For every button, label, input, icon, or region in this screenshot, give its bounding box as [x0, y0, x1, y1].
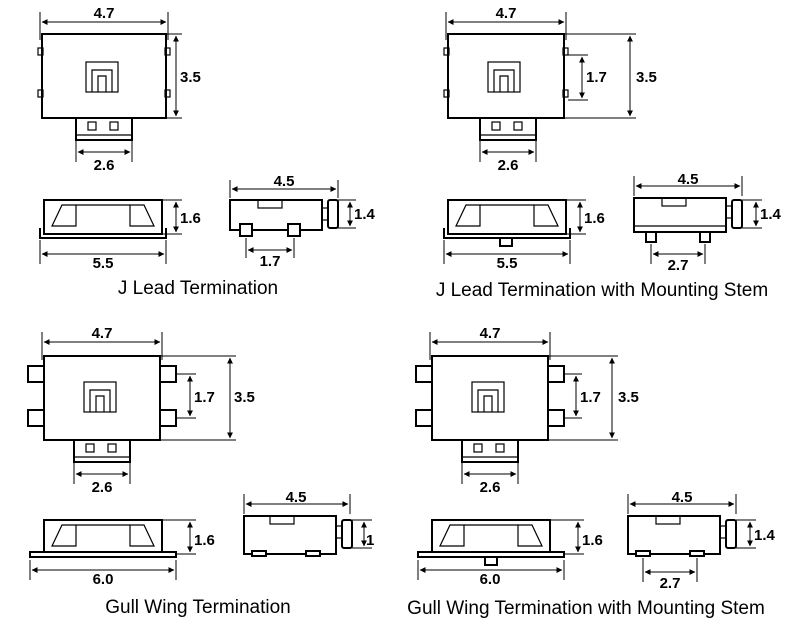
end-view: 4.5 1: [243, 489, 374, 557]
dim-top-width: 4.7: [480, 325, 501, 342]
side-view: 1.6 5.5: [39, 199, 201, 272]
dim-stem-width: 2.6: [94, 157, 115, 174]
side-view: 1.6 6.0: [417, 519, 603, 588]
dim-side-width: 5.5: [497, 255, 518, 272]
dim-side-width: 6.0: [480, 571, 501, 588]
end-view: 4.5 1.4 1.7: [229, 173, 376, 270]
dim-end-pitch: 2.7: [660, 575, 681, 592]
caption: J Lead Termination with Mounting Stem: [436, 280, 768, 301]
dim-top-width: 4.7: [94, 5, 115, 22]
dim-top-width: 4.7: [496, 5, 517, 22]
side-view: 1.6 6.0: [29, 519, 215, 588]
logo-mark: [83, 381, 117, 413]
dim-inner-height: 1.7: [194, 389, 215, 406]
logo-mark: [471, 381, 505, 413]
dim-top-height: 3.5: [618, 389, 639, 406]
logo-mark: [85, 61, 119, 93]
diagram-gull-wing-stem: 4.7 1.7 3.5 2.6: [407, 325, 775, 619]
dim-end-height: 1.4: [754, 527, 776, 544]
dim-top-height: 3.5: [636, 69, 657, 86]
dim-top-width: 4.7: [92, 325, 113, 342]
dim-side-height: 1.6: [194, 532, 215, 549]
dim-side-width: 6.0: [93, 571, 114, 588]
dim-stem-width: 2.6: [480, 479, 501, 496]
dim-side-height: 1.6: [582, 532, 603, 549]
dim-end-width: 4.5: [286, 489, 307, 506]
dim-inner-height: 1.7: [580, 389, 601, 406]
top-view: 4.7 1.7 3.5 2.6: [443, 5, 657, 174]
dim-top-height: 3.5: [180, 69, 201, 86]
dim-end-width: 4.5: [274, 173, 295, 190]
diagram-j-lead: 4.7 3.5 2.6 1.6: [37, 5, 376, 299]
top-view: 4.7 3.5 2.6: [37, 5, 201, 174]
caption: J Lead Termination: [118, 278, 278, 299]
top-view: 4.7 1.7 3.5 2.6: [415, 325, 639, 496]
diagram-j-lead-stem: 4.7 1.7 3.5 2.6: [436, 5, 782, 301]
logo-mark: [487, 61, 521, 93]
diagram-gull-wing: 4.7 1.7 3.5 2.6: [27, 325, 374, 618]
dim-end-height-partial: 1: [366, 532, 374, 549]
dim-side-height: 1.6: [180, 210, 201, 227]
end-view: 4.5 1.4 2.7: [633, 171, 782, 274]
dim-end-pitch: 2.7: [668, 257, 689, 274]
top-view: 4.7 1.7 3.5 2.6: [27, 325, 255, 496]
dim-inner-height: 1.7: [586, 69, 607, 86]
dim-end-height: 1.4: [354, 206, 376, 223]
dim-end-width: 4.5: [672, 489, 693, 506]
dim-end-height: 1.4: [760, 206, 782, 223]
end-view: 4.5 1.4 2.7: [627, 489, 776, 592]
caption: Gull Wing Termination with Mounting Stem: [407, 598, 765, 619]
caption: Gull Wing Termination: [105, 597, 291, 618]
dim-stem-width: 2.6: [92, 479, 113, 496]
dim-end-pitch: 1.7: [260, 253, 281, 270]
dim-end-width: 4.5: [678, 171, 699, 188]
dim-side-height: 1.6: [584, 210, 605, 227]
dim-top-height: 3.5: [234, 389, 255, 406]
dim-side-width: 5.5: [93, 255, 114, 272]
side-view: 1.6 5.5: [443, 199, 605, 272]
dim-stem-width: 2.6: [498, 157, 519, 174]
